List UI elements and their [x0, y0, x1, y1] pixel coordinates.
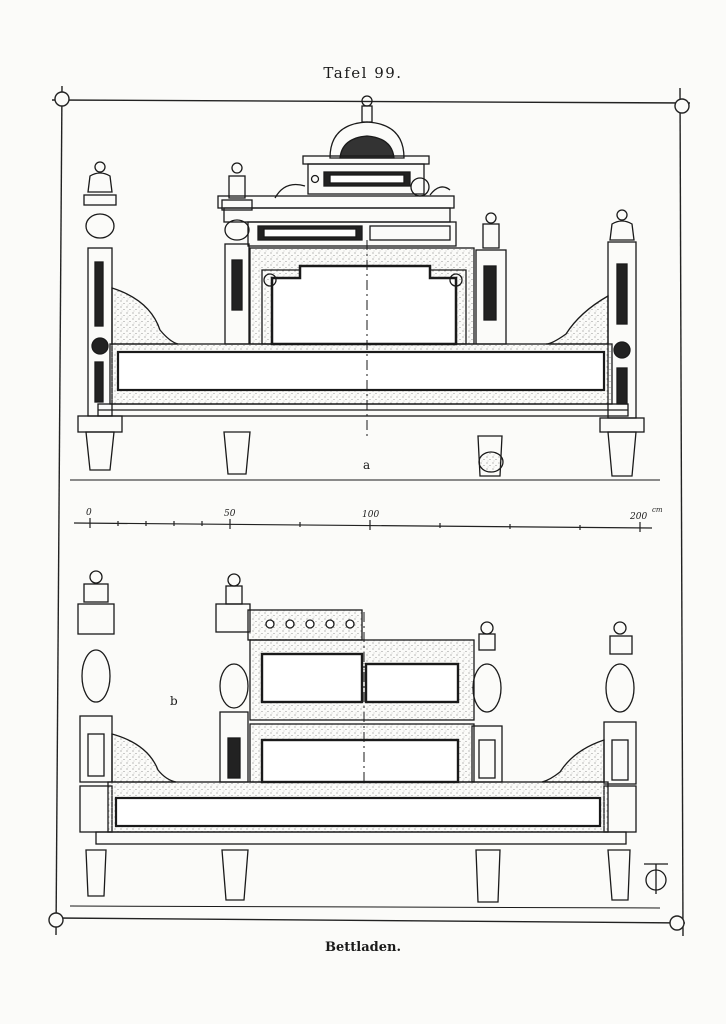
foot-post-left — [77, 570, 115, 897]
scroll-bracket — [545, 294, 609, 345]
foot-post-right — [603, 621, 637, 901]
headboard-pediment — [274, 95, 451, 199]
bed-drawing-b — [69, 570, 668, 909]
scale-tick-label: 50 — [224, 509, 236, 519]
scale-tick-label: 100 — [362, 510, 380, 520]
foot-post-right — [599, 209, 645, 477]
scroll-bracket — [541, 739, 605, 783]
head-post-right — [471, 621, 503, 783]
scale-bar — [73, 518, 653, 532]
bed-drawing-a — [70, 95, 660, 481]
scroll-bracket — [111, 733, 177, 783]
headboard-frame — [217, 195, 455, 209]
head-post-right — [475, 212, 507, 345]
scroll-bracket — [111, 287, 179, 345]
head-post-left — [221, 162, 253, 345]
artist-monogram — [644, 863, 668, 894]
figure-label-b: b — [170, 694, 178, 708]
figure-label-a: a — [363, 458, 371, 472]
scale-unit: cm — [652, 506, 663, 514]
head-post-left — [215, 573, 251, 783]
plate-title: Tafel 99. — [323, 64, 403, 82]
plate-frame — [48, 85, 691, 937]
plate-caption: Bettladen. — [325, 940, 401, 955]
scale-tick-label: 200 — [630, 512, 648, 522]
scale-tick-label: 0 — [86, 508, 92, 518]
